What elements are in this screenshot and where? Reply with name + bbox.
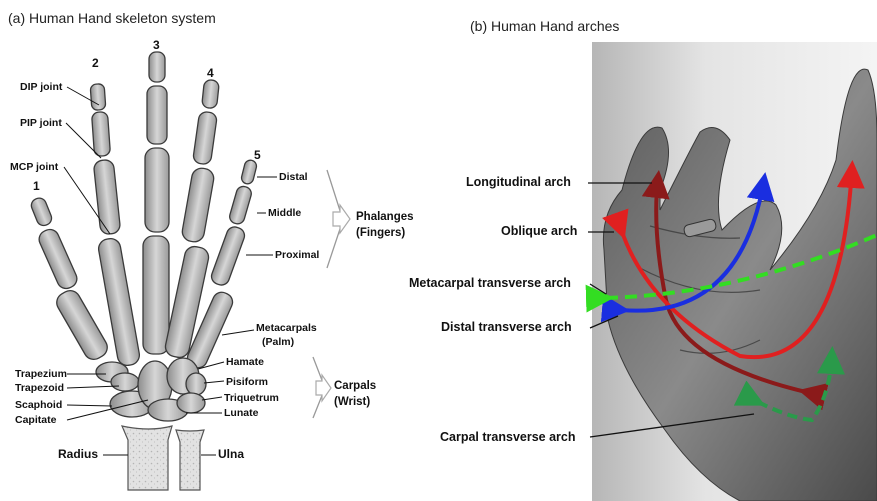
bone-radius [122, 426, 172, 490]
bone-middle-middle [147, 86, 167, 144]
bone-ring-middle [192, 111, 217, 165]
label-distal: Distal [279, 171, 308, 183]
label-palm: (Palm) [262, 336, 294, 348]
finger-number-5: 5 [254, 148, 261, 162]
label-pip-joint: PIP joint [20, 117, 62, 129]
label-radius: Radius [58, 448, 98, 460]
label-dip-joint: DIP joint [20, 81, 62, 93]
bone-middle-distal [149, 52, 165, 82]
bone-little-middle [228, 185, 253, 226]
label-wrist: (Wrist) [334, 395, 370, 410]
phalanges-arrow [333, 205, 350, 233]
label-metacarpals: Metacarpals [256, 322, 317, 334]
label-oblique-arch: Oblique arch [501, 224, 577, 238]
finger-number-4: 4 [207, 66, 214, 80]
label-metacarpal-transverse-arch: Metacarpal transverse arch [409, 276, 571, 290]
label-distal-transverse-arch: Distal transverse arch [441, 320, 572, 334]
bone-ring-proximal [181, 167, 216, 244]
label-middle: Middle [268, 207, 301, 219]
label-proximal: Proximal [275, 249, 319, 261]
label-mcp-joint: MCP joint [10, 161, 58, 173]
bone-ulna [176, 430, 204, 490]
label-capitate: Capitate [15, 414, 56, 426]
bone-index-distal [90, 84, 106, 111]
bone-little-distal [240, 159, 257, 185]
label-ulna: Ulna [218, 448, 244, 460]
label-carpal-transverse-arch: Carpal transverse arch [440, 430, 576, 444]
bone-index-proximal [93, 159, 121, 235]
label-scaphoid: Scaphoid [15, 399, 62, 411]
label-fingers: (Fingers) [356, 226, 405, 241]
bone-little-proximal [209, 225, 246, 288]
label-pisiform: Pisiform [226, 376, 268, 388]
bone-pisiform [186, 373, 206, 395]
label-longitudinal-arch: Longitudinal arch [466, 175, 571, 189]
label-phalanges: Phalanges [356, 210, 414, 225]
label-triquetrum: Triquetrum [224, 392, 279, 404]
bone-index-middle [91, 111, 110, 156]
bone-trapezoid [111, 373, 139, 391]
bone-thumb-distal [29, 196, 53, 228]
finger-number-2: 2 [92, 56, 99, 70]
carpals-arrow [316, 375, 331, 401]
label-trapezium: Trapezium [15, 368, 67, 380]
bone-thumb-metacarpal [53, 287, 111, 363]
label-hamate: Hamate [226, 356, 264, 368]
label-carpals: Carpals [334, 379, 376, 394]
bone-thumb-proximal [36, 227, 79, 292]
bone-middle-proximal [145, 148, 169, 232]
bone-ring-distal [202, 79, 220, 108]
label-trapezoid: Trapezoid [15, 382, 64, 394]
finger-number-1: 1 [33, 179, 40, 193]
bone-triquetrum [177, 393, 205, 413]
finger-number-3: 3 [153, 38, 160, 52]
label-lunate: Lunate [224, 407, 258, 419]
bone-middle-metacarpal [143, 236, 169, 354]
